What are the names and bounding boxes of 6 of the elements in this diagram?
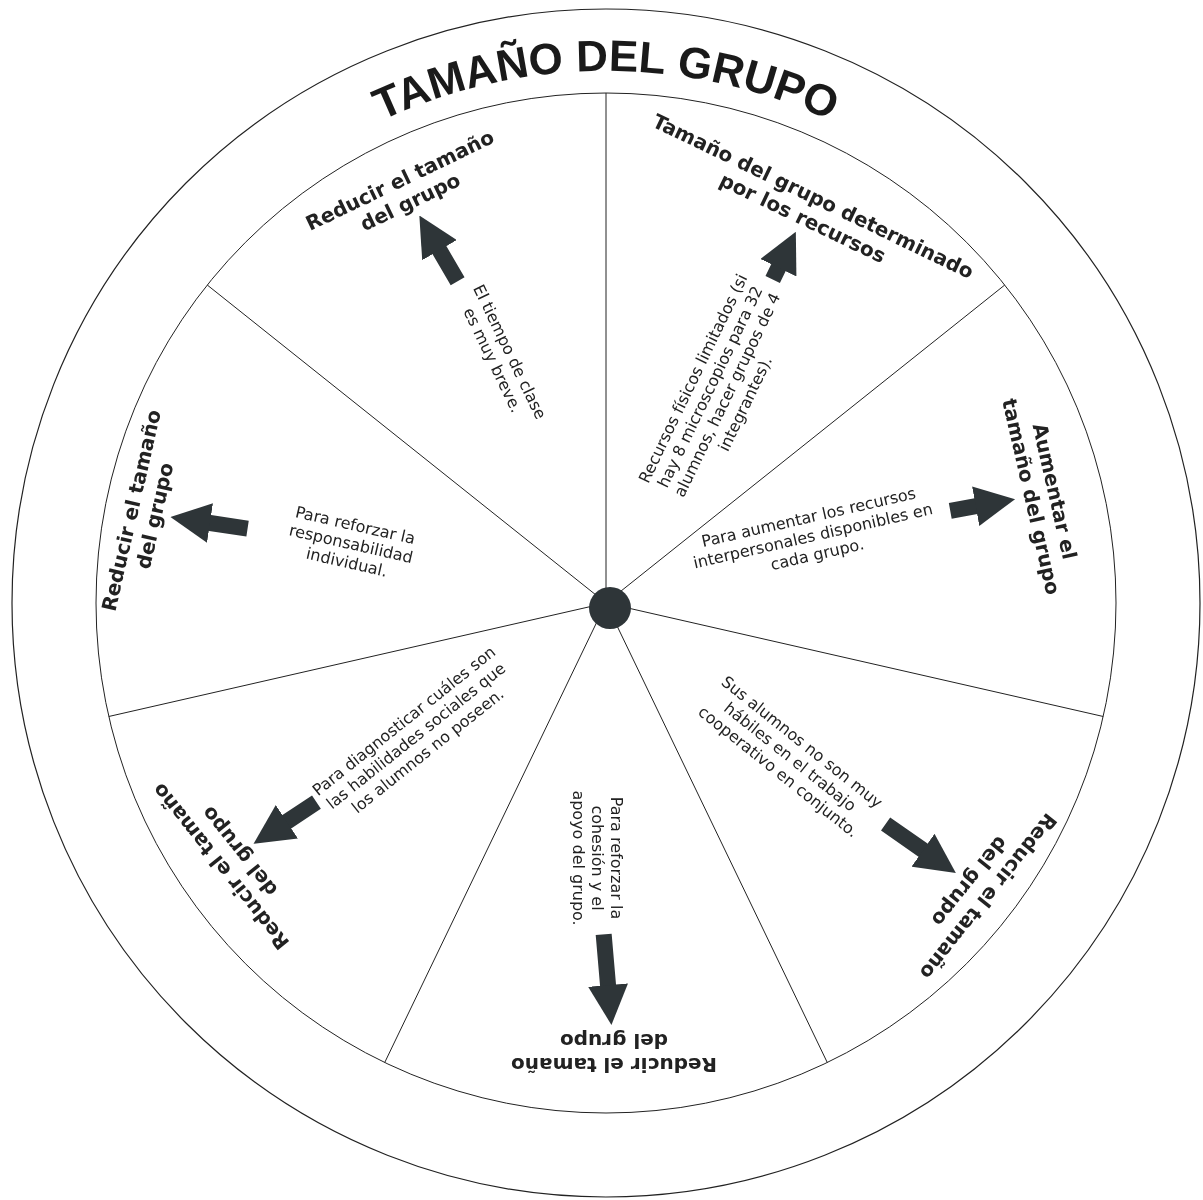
block-arrow [588, 933, 628, 1026]
heading-text: Reducir el tamaño del grupo [93, 395, 192, 631]
block-arrow [948, 486, 1017, 526]
block-arrow [169, 503, 249, 543]
reason-text: Para reforzar la cohesión y el apoyo del grupo. [568, 785, 626, 931]
heading-text: Reducir el tamaño del grupo [498, 1028, 729, 1077]
